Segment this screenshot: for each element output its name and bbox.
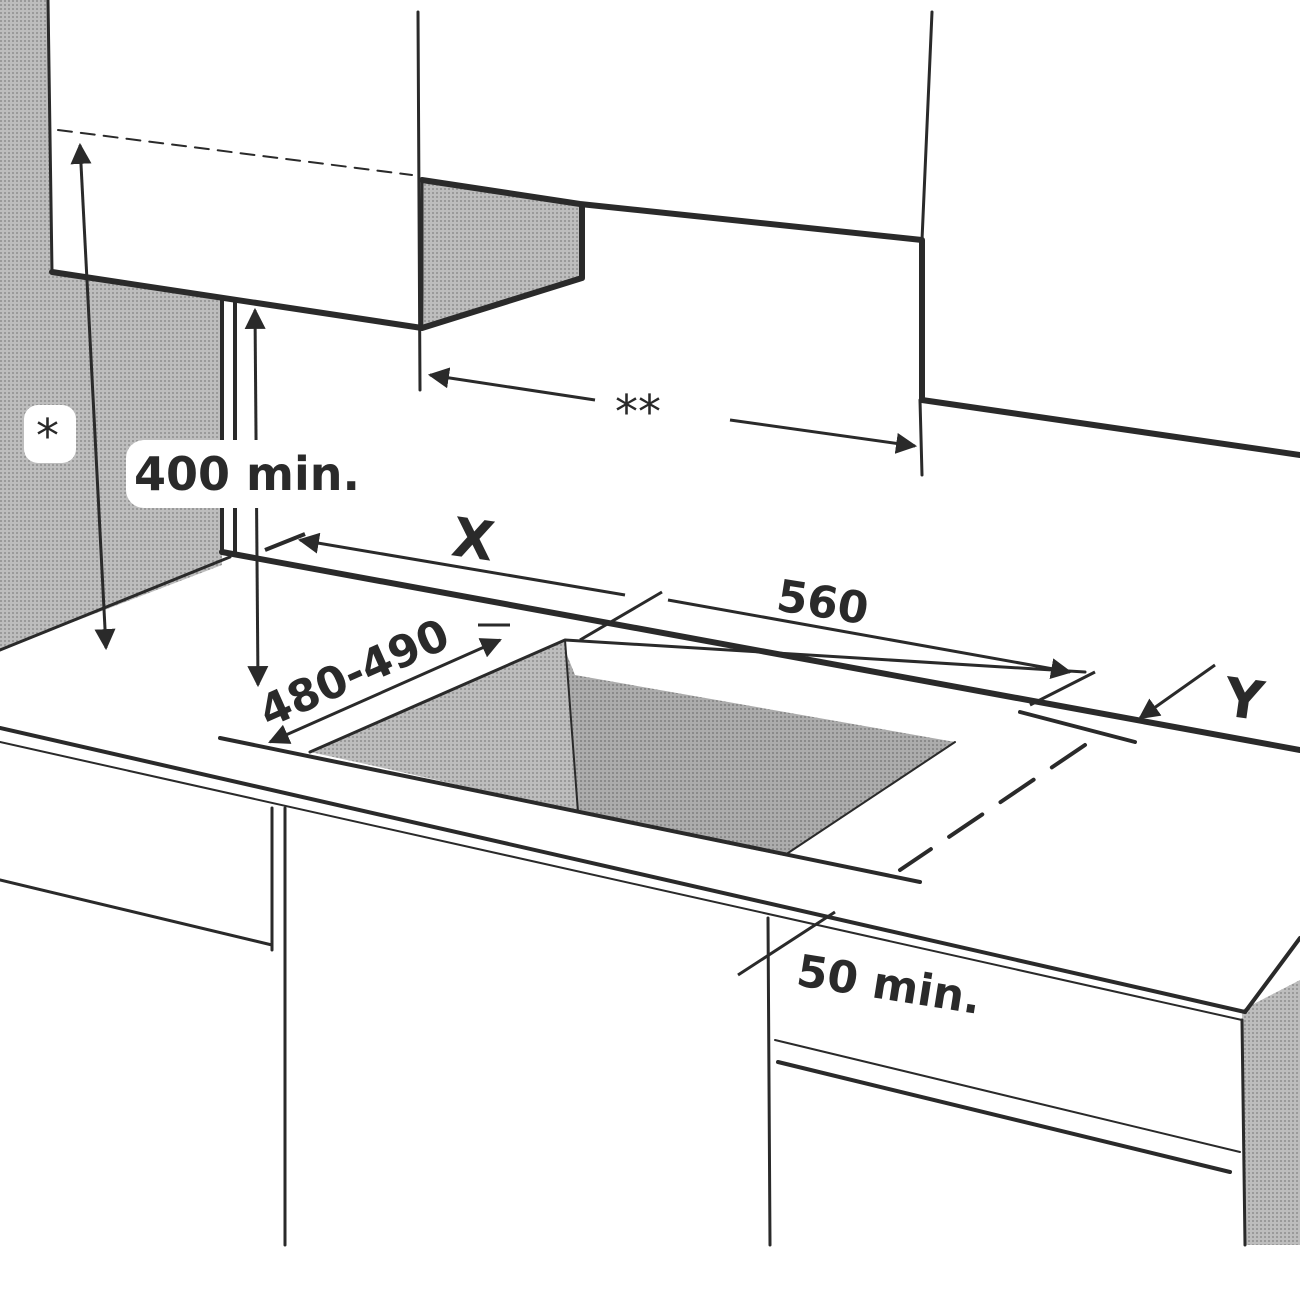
front-margin-dimension [737, 910, 836, 977]
cutout-back-wall [565, 650, 955, 855]
cutout-depth-dimension [268, 638, 502, 744]
wall-shading [0, 0, 1300, 1245]
dimension-lines [70, 142, 1216, 977]
hood-clearance-label: 400 min. [134, 447, 360, 501]
x-dimension [297, 532, 626, 597]
overall-height-dimension [70, 142, 116, 651]
y-dimension [1138, 663, 1216, 720]
front-margin-label: 50 min. [793, 945, 984, 1024]
double-star-label: ** [615, 385, 661, 439]
hood-width-dimension-right [729, 418, 918, 454]
structure-lines [0, 0, 1300, 1247]
cutout-width-dimension [667, 598, 1073, 680]
left-wall-shade [0, 0, 222, 650]
cutout-width-label: 560 [773, 570, 872, 635]
right-wall-shade [1242, 980, 1300, 1245]
hood-width-dimension-left [427, 367, 596, 402]
single-star-label: * [36, 409, 59, 463]
width-x-label: X [448, 505, 498, 573]
side-y-label: Y [1219, 665, 1268, 733]
